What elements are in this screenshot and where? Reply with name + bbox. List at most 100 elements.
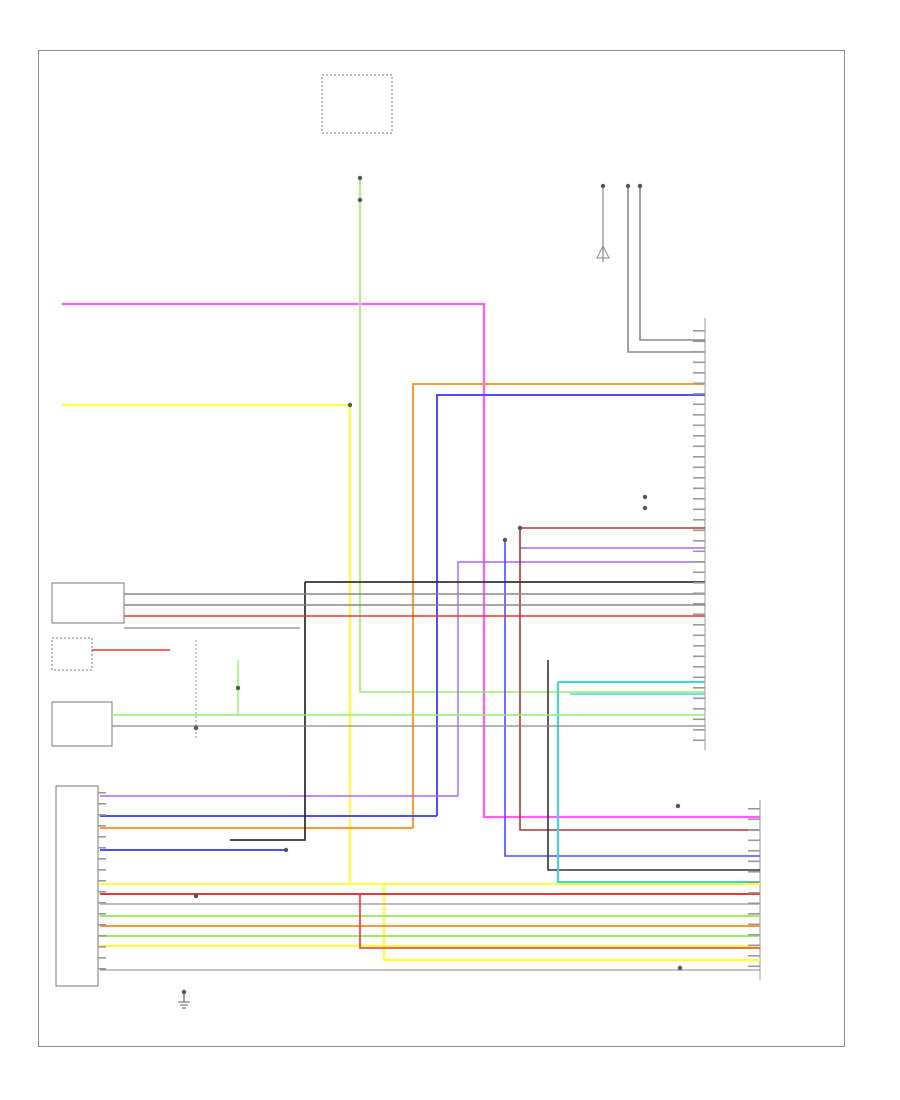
bottom-module-pin <box>748 850 760 852</box>
av-unit-pin <box>693 445 705 448</box>
av-unit-pin <box>693 466 705 469</box>
wire-cyan-2 <box>557 682 760 883</box>
bottom-module-pin <box>748 934 760 936</box>
lower-wire-red-drop <box>359 894 760 949</box>
bottom-module-pin <box>748 902 760 905</box>
splice-15 <box>677 965 683 971</box>
av-unit-pin <box>693 508 705 511</box>
wire-black-3 <box>230 582 306 841</box>
av-unit-pin <box>693 582 705 584</box>
av-unit-pin <box>693 613 705 616</box>
splice-8 <box>193 725 199 731</box>
audio-unit-outline <box>55 785 99 987</box>
bottom-module-pin <box>748 808 760 810</box>
ground-symbol <box>178 1001 190 1009</box>
audio-unit-pin <box>98 968 106 970</box>
av-unit-pin <box>693 687 705 689</box>
bottom-module-pin <box>748 839 760 842</box>
av-unit-pin <box>693 529 705 532</box>
av-unit-pin <box>693 340 705 343</box>
av-unit-pin <box>693 729 705 731</box>
av-unit-pin <box>693 561 705 563</box>
bottom-module-pin <box>748 818 760 821</box>
antenna-icon <box>596 244 610 259</box>
splice-5 <box>637 183 643 189</box>
wire-blue-upper <box>436 394 705 816</box>
av-unit-pin <box>693 708 705 710</box>
audio-unit-pin <box>98 825 106 827</box>
audio-unit-pin <box>98 803 106 805</box>
bottom-module-pin <box>748 955 760 957</box>
splice-3 <box>600 183 606 189</box>
av-unit-pin <box>693 519 705 521</box>
av-unit-pin <box>693 424 705 427</box>
splice-1 <box>357 175 363 181</box>
av-unit-pin <box>693 414 705 416</box>
av-unit-pin <box>693 592 705 595</box>
audio-unit-pin <box>98 902 106 904</box>
splice-9 <box>283 847 289 853</box>
av-unit-pin <box>693 372 705 374</box>
antenna-wire-2 <box>639 186 705 341</box>
av-unit-pin <box>693 676 705 679</box>
splice-12 <box>642 505 648 511</box>
av-unit-pin <box>693 393 705 395</box>
av-unit-pin <box>693 697 705 700</box>
bottom-module-pin <box>748 892 760 894</box>
av-unit-pin <box>693 645 705 647</box>
wire-red-2 <box>519 528 760 831</box>
fuse-box-outline <box>321 74 393 134</box>
av-unit-pin <box>693 624 705 626</box>
splice-14 <box>502 537 508 543</box>
av-unit-pin <box>693 603 705 605</box>
audio-unit-pin <box>98 858 106 860</box>
wire-black-1 <box>547 660 760 871</box>
av-unit-pin <box>693 739 705 742</box>
audio-unit-pin <box>98 847 106 849</box>
bottom-module-pin <box>748 913 760 915</box>
splice-16 <box>193 893 199 899</box>
av-unit-pin <box>693 456 705 458</box>
wire-blue-2 <box>504 540 760 857</box>
antenna-wire-1 <box>627 186 705 353</box>
av-unit-pin <box>693 330 705 332</box>
audio-unit-pin <box>98 891 106 893</box>
av-unit-pin <box>693 540 705 542</box>
audio-unit-pin <box>98 869 106 871</box>
wire-pink <box>62 302 760 819</box>
av-unit-pin <box>693 403 705 406</box>
av-unit-pin <box>693 634 705 637</box>
av-unit-pin <box>693 718 705 721</box>
av-unit-pin <box>693 498 705 500</box>
av-unit-pin <box>693 571 705 574</box>
bottom-module-pin <box>748 829 760 831</box>
bottom-module-pin <box>748 965 760 968</box>
splice-17 <box>675 803 681 809</box>
diagram-frame <box>38 50 845 1047</box>
steering-switch-outline <box>51 701 113 747</box>
av-unit-pin <box>693 477 705 479</box>
bottom-module-pin <box>748 881 760 884</box>
av-unit-pin <box>693 382 705 385</box>
wire-green-feed <box>359 178 705 693</box>
av-unit-pin <box>693 361 705 364</box>
audio-unit-pin <box>98 880 106 882</box>
bottom-module-pin <box>748 923 760 926</box>
left-switch-module-outline <box>51 582 125 624</box>
audio-unit-pin <box>98 935 106 937</box>
audio-unit-pin <box>98 913 106 915</box>
splice-2 <box>357 197 363 203</box>
audio-unit-pin <box>98 957 106 959</box>
splice-13 <box>517 525 523 531</box>
splice-7 <box>235 685 241 691</box>
av-unit-pin <box>693 655 705 658</box>
audio-unit-pin <box>98 814 106 816</box>
audio-unit-pin <box>98 836 106 838</box>
rear-camera-outline <box>51 637 93 671</box>
bottom-module-pin <box>748 871 760 873</box>
av-unit-pin <box>693 435 705 437</box>
av-unit-pin <box>693 487 705 490</box>
splice-4 <box>625 183 631 189</box>
av-unit-pin <box>693 550 705 553</box>
